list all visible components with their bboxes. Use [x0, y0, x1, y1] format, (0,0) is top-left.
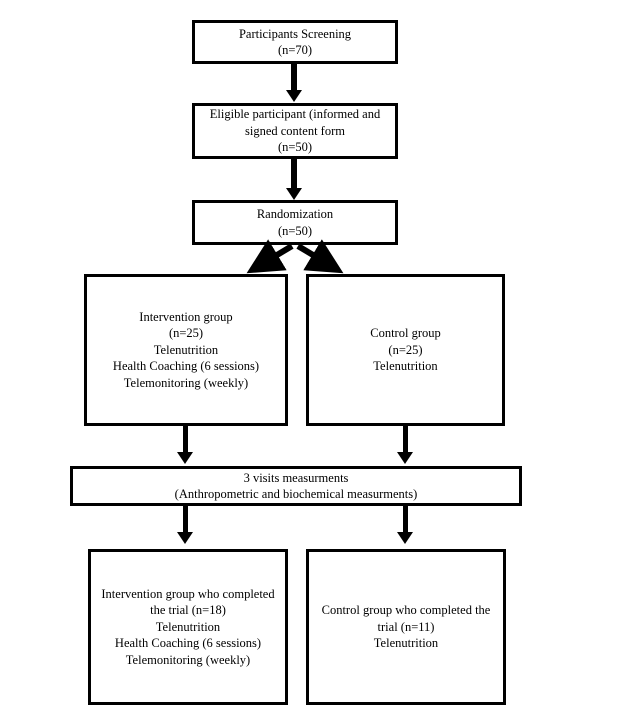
- arrow-screening-to-eligible-shaft: [291, 64, 297, 91]
- node-participants-screening: Participants Screening (n=70): [192, 20, 398, 64]
- node-control-group-completed-label: Control group who completed the trial (n…: [321, 603, 491, 651]
- arrow-screening-to-eligible-head: [286, 90, 302, 102]
- node-intervention-group-completed: Intervention group who completed the tri…: [88, 549, 288, 705]
- arrow-randomization-to-control-line: [296, 239, 344, 274]
- node-control-group-label: Control group (n=25) Telenutrition: [370, 326, 441, 374]
- arrow-control-to-measurements-head: [397, 452, 413, 464]
- node-randomization: Randomization (n=50): [192, 200, 398, 245]
- node-control-group: Control group (n=25) Telenutrition: [306, 274, 505, 426]
- arrow-measurements-to-intervention-completed-head: [177, 532, 193, 544]
- node-visits-measurements: 3 visits measurments (Anthropometric and…: [70, 466, 522, 506]
- node-participants-screening-label: Participants Screening (n=70): [238, 26, 352, 58]
- node-eligible-participant-label: Eligible participant (informed and signe…: [209, 107, 381, 155]
- node-visits-measurements-label: 3 visits measurments (Anthropometric and…: [174, 470, 418, 502]
- arrow-control-to-measurements-shaft: [403, 426, 408, 454]
- node-intervention-group-completed-label: Intervention group who completed the tri…: [101, 586, 275, 667]
- arrow-eligible-to-randomization-shaft: [291, 159, 297, 188]
- arrow-eligible-to-randomization-head: [286, 188, 302, 200]
- arrow-measurements-to-intervention-completed-shaft: [183, 506, 188, 533]
- arrow-intervention-to-measurements-head: [177, 452, 193, 464]
- node-intervention-group: Intervention group (n=25) Telenutrition …: [84, 274, 288, 426]
- node-control-group-completed: Control group who completed the trial (n…: [306, 549, 506, 705]
- node-eligible-participant: Eligible participant (informed and signe…: [192, 103, 398, 159]
- arrow-randomization-to-intervention-line: [246, 239, 294, 274]
- node-intervention-group-label: Intervention group (n=25) Telenutrition …: [112, 309, 260, 390]
- arrow-intervention-to-measurements-shaft: [183, 426, 188, 454]
- node-randomization-label: Randomization (n=50): [256, 207, 334, 238]
- arrow-measurements-to-control-completed-head: [397, 532, 413, 544]
- arrow-measurements-to-control-completed-shaft: [403, 506, 408, 533]
